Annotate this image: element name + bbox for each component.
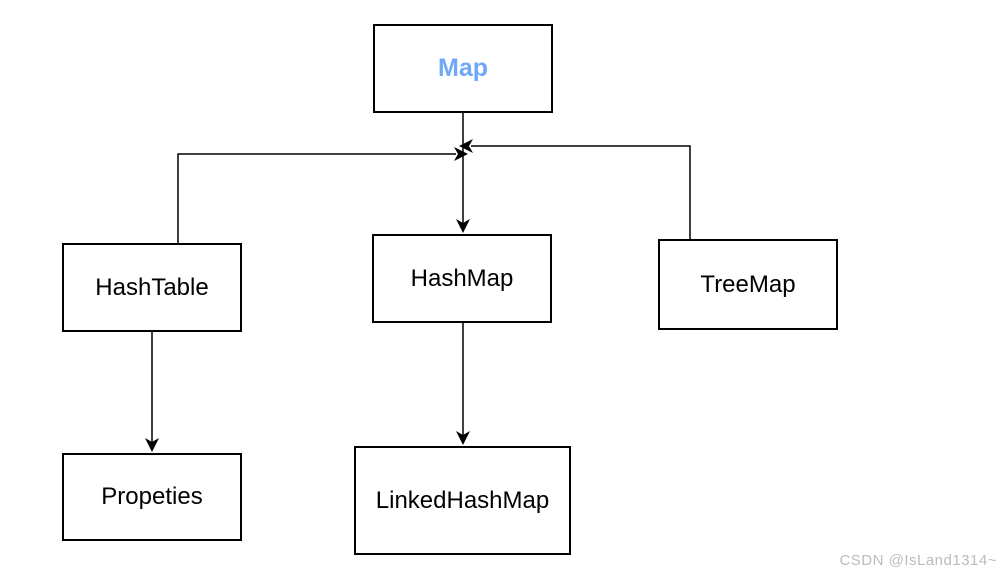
edge-map-hashtable	[177, 147, 468, 243]
node-treemap: TreeMap	[658, 239, 838, 330]
edge-hashmap-linkedhashmap	[456, 323, 470, 445]
node-hashmap-label: HashMap	[410, 264, 514, 292]
node-hashtable-label: HashTable	[95, 273, 209, 301]
edge-map-hashmap	[456, 113, 470, 233]
node-map-label: Map	[438, 54, 488, 82]
node-hashtable: HashTable	[62, 243, 242, 332]
node-linkedhashmap-label: LinkedHashMap	[375, 486, 550, 514]
node-hashmap: HashMap	[372, 234, 552, 323]
csdn-watermark: CSDN @IsLand1314~	[839, 552, 997, 569]
node-linkedhashmap: LinkedHashMap	[354, 446, 571, 555]
node-propeties: Propeties	[62, 453, 242, 541]
node-propeties-label: Propeties	[101, 483, 203, 510]
node-treemap-label: TreeMap	[700, 270, 796, 298]
node-map: Map	[373, 24, 553, 113]
edge-hashtable-propeties	[145, 332, 159, 452]
edge-map-treemap	[459, 139, 691, 239]
